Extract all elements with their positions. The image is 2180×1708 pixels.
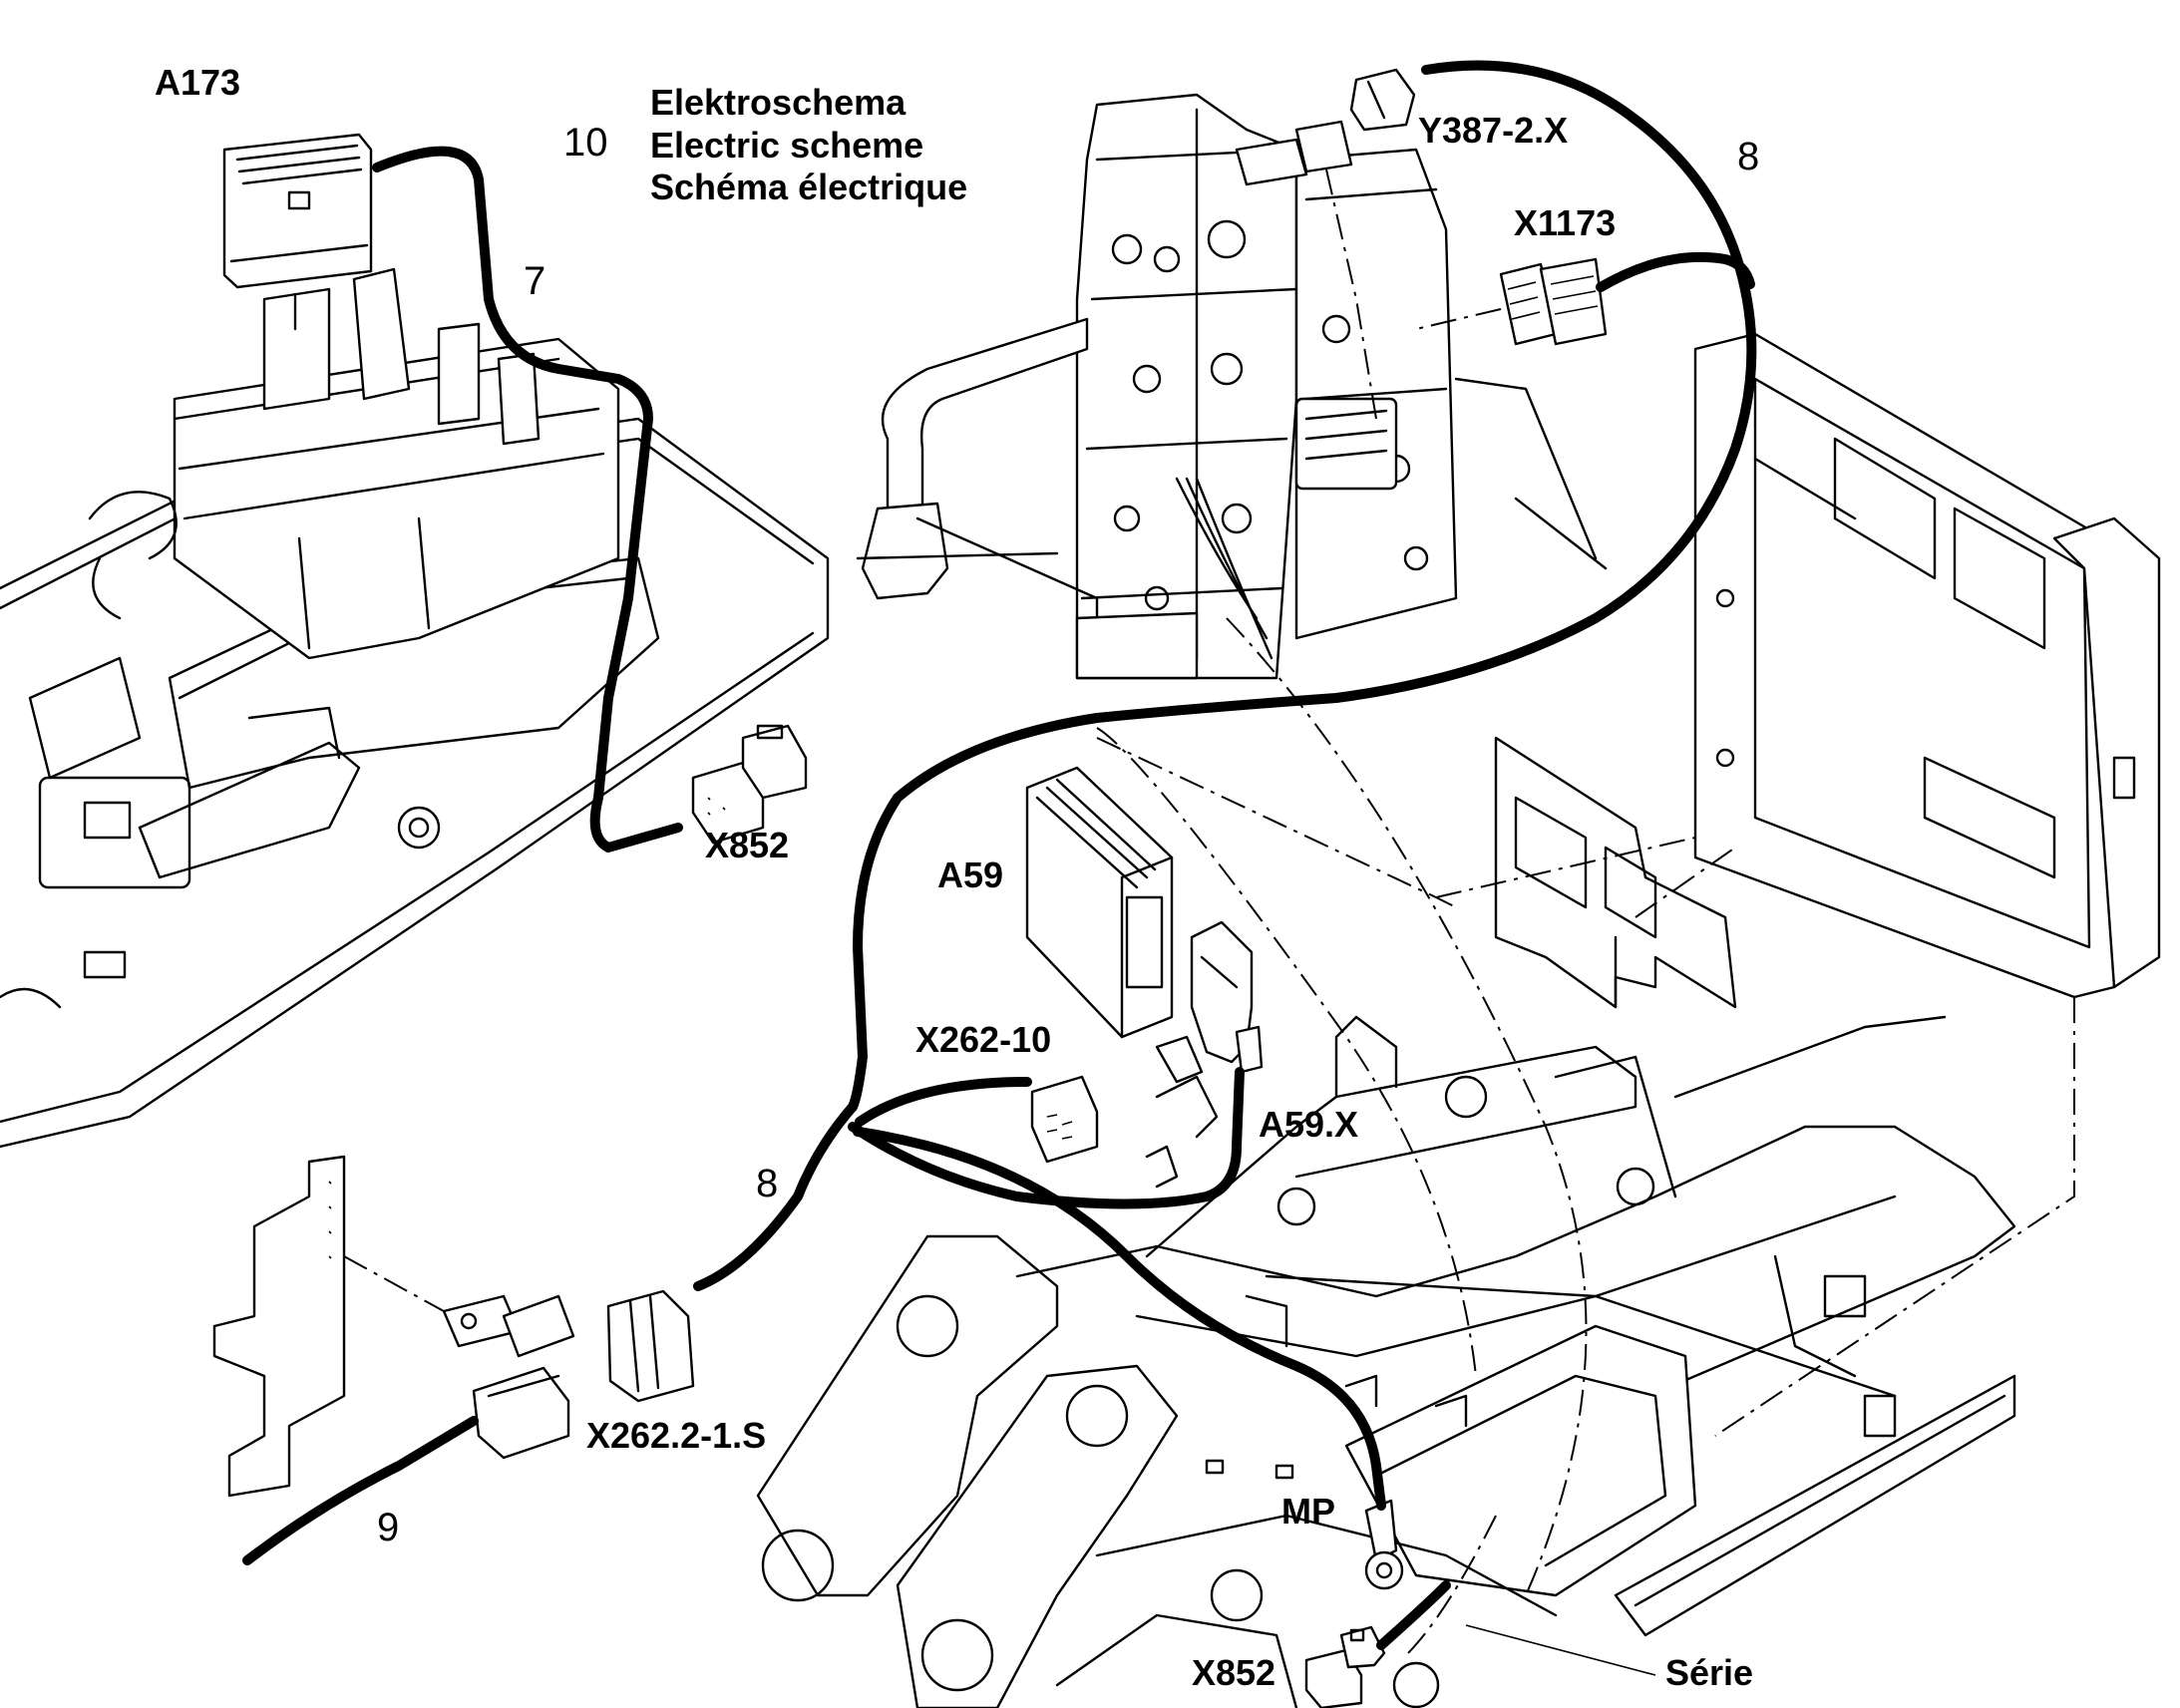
label-cable-7: 7 <box>524 259 545 303</box>
cable-8-lower <box>693 1102 858 1291</box>
hydraulic-valve-block <box>856 93 1608 680</box>
cable-to-a59x <box>848 1067 1245 1209</box>
legend-line-de: Elektroschema <box>650 82 907 123</box>
legend-block: 10 Elektroschema Electric scheme Schéma … <box>563 82 967 207</box>
mp-ground-terminal <box>1364 1499 1404 1590</box>
legend-line-fr: Schéma électrique <box>650 167 967 207</box>
label-cable-9: 9 <box>377 1506 399 1549</box>
cable-harness <box>242 60 1757 1650</box>
main-chassis <box>756 1015 2016 1708</box>
cable-x1173 <box>1596 252 1755 292</box>
cable-mp-to-x852 <box>1376 1580 1451 1650</box>
component-labels: A173 X852 Y387-2.X X1173 A59 X262-10 A59… <box>155 62 1753 1693</box>
label-y387: Y387-2.X <box>1418 110 1568 151</box>
label-x262-10: X262-10 <box>915 1019 1051 1060</box>
y387-connector-pair <box>1235 68 1416 420</box>
label-x1173: X1173 <box>1514 202 1616 243</box>
reference-lines <box>1096 617 2075 1656</box>
label-x852-bottom: X852 <box>1192 1652 1275 1693</box>
cable-number-labels: 7 8 8 9 <box>377 135 1759 1549</box>
wall-bracket <box>212 1155 521 1498</box>
cab-rear-frame <box>1693 332 2161 999</box>
x262-2-connector <box>472 1289 695 1460</box>
cable-8-upper <box>848 60 1757 1112</box>
label-cable-8-mid: 8 <box>756 1162 778 1205</box>
a59-control-unit <box>1025 766 1264 1074</box>
cab-floor-assembly <box>0 267 830 1149</box>
cable-to-x262-10 <box>855 1077 1032 1127</box>
label-mp: MP <box>1281 1491 1335 1532</box>
label-x262-2: X262.2-1.S <box>586 1415 766 1456</box>
cable-to-mp <box>853 1127 1386 1511</box>
label-cable-8-top: 8 <box>1737 135 1759 178</box>
label-a59: A59 <box>937 854 1003 895</box>
mounting-bracket <box>1494 736 1737 1009</box>
label-serie: Série <box>1665 1652 1753 1693</box>
cable-7 <box>372 146 683 853</box>
a173-control-unit <box>222 133 373 331</box>
x1173-connector <box>1415 257 1608 346</box>
x262-10-connector <box>1030 1035 1219 1189</box>
label-a173: A173 <box>155 62 240 103</box>
label-a59x: A59.X <box>1259 1104 1358 1145</box>
serie-leader-line <box>1465 1624 1656 1676</box>
legend-number: 10 <box>563 121 608 165</box>
label-x852-top: X852 <box>705 825 789 865</box>
x852-top-connector <box>691 724 808 845</box>
cable-9 <box>242 1416 479 1565</box>
x852-bottom-connector <box>1304 1625 1386 1708</box>
legend-line-en: Electric scheme <box>650 125 923 166</box>
